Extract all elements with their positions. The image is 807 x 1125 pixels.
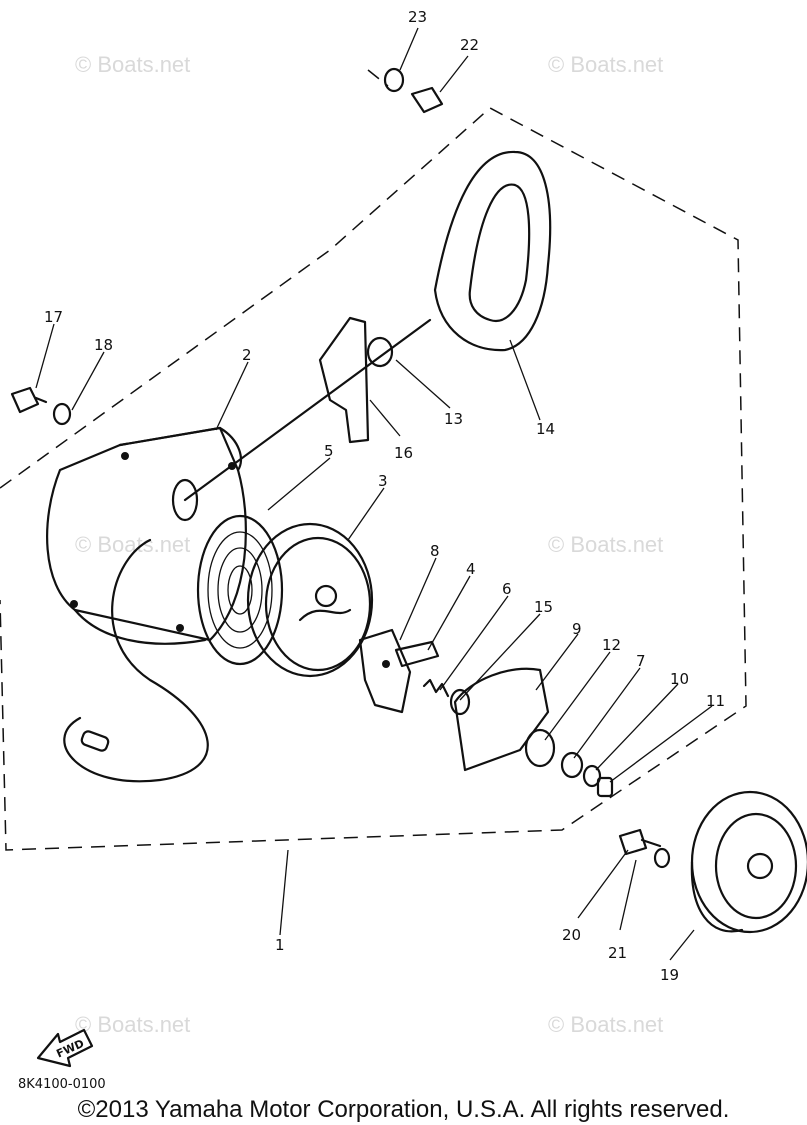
callout-leaders (35, 27, 713, 961)
washer-15 (449, 688, 471, 716)
assembly-boundary (0, 107, 747, 851)
bolt-20 (618, 828, 662, 856)
part-label-5: 5 (324, 442, 334, 460)
pawl-spring (422, 678, 450, 698)
washer-21 (653, 847, 671, 869)
recoil-spring (196, 514, 284, 666)
part-label-18: 18 (94, 336, 113, 354)
part-label-13: 13 (444, 410, 463, 428)
part-label-6: 6 (502, 580, 512, 598)
washer-18 (52, 402, 72, 426)
part-label-10: 10 (670, 670, 689, 688)
part-label-19: 19 (660, 966, 679, 984)
part-label-20: 20 (562, 926, 581, 944)
part-label-7: 7 (636, 652, 646, 670)
part-label-23: 23 (408, 8, 427, 26)
rope-clip (80, 730, 110, 752)
part-label-1: 1 (275, 936, 285, 954)
watermark: © Boats.net (548, 52, 663, 77)
pawl-plate (394, 640, 440, 668)
washer-12 (524, 728, 556, 768)
rope-pulley (246, 522, 374, 678)
part-label-22: 22 (460, 36, 479, 54)
part-label-17: 17 (44, 308, 63, 326)
part-label-9: 9 (572, 620, 582, 638)
washer-7 (560, 751, 584, 779)
washer-23 (383, 67, 405, 93)
copyright-notice: ©2013 Yamaha Motor Corporation, U.S.A. A… (77, 1096, 730, 1123)
starter-cup (690, 790, 807, 934)
friction-plate (453, 667, 550, 772)
starter-handle (433, 150, 552, 352)
spring-washer-10 (582, 764, 602, 788)
watermark: © Boats.net (75, 52, 190, 77)
part-label-15: 15 (534, 598, 553, 616)
part-label-2: 2 (242, 346, 252, 364)
starter-rope (63, 318, 432, 783)
part-label-3: 3 (378, 472, 388, 490)
part-label-4: 4 (466, 560, 476, 578)
rope-guide (318, 316, 370, 444)
part-label-8: 8 (430, 542, 440, 560)
bolt-17 (10, 386, 48, 414)
part-label-11: 11 (706, 692, 725, 710)
watermark: © Boats.net (75, 1012, 190, 1037)
part-label-21: 21 (608, 944, 627, 962)
part-label-16: 16 (394, 444, 413, 462)
drive-pawl (358, 628, 412, 714)
part-label-12: 12 (602, 636, 621, 654)
nut-11 (596, 776, 614, 798)
rope-grommet (366, 336, 394, 368)
starter-housing (46, 426, 247, 645)
watermark: © Boats.net (548, 532, 663, 557)
watermark: © Boats.net (548, 1012, 663, 1037)
drawing-code: 8K4100-0100 (18, 1077, 106, 1092)
part-label-14: 14 (536, 420, 555, 438)
bolt-22 (410, 86, 444, 114)
bolt-group-leader (367, 69, 389, 87)
